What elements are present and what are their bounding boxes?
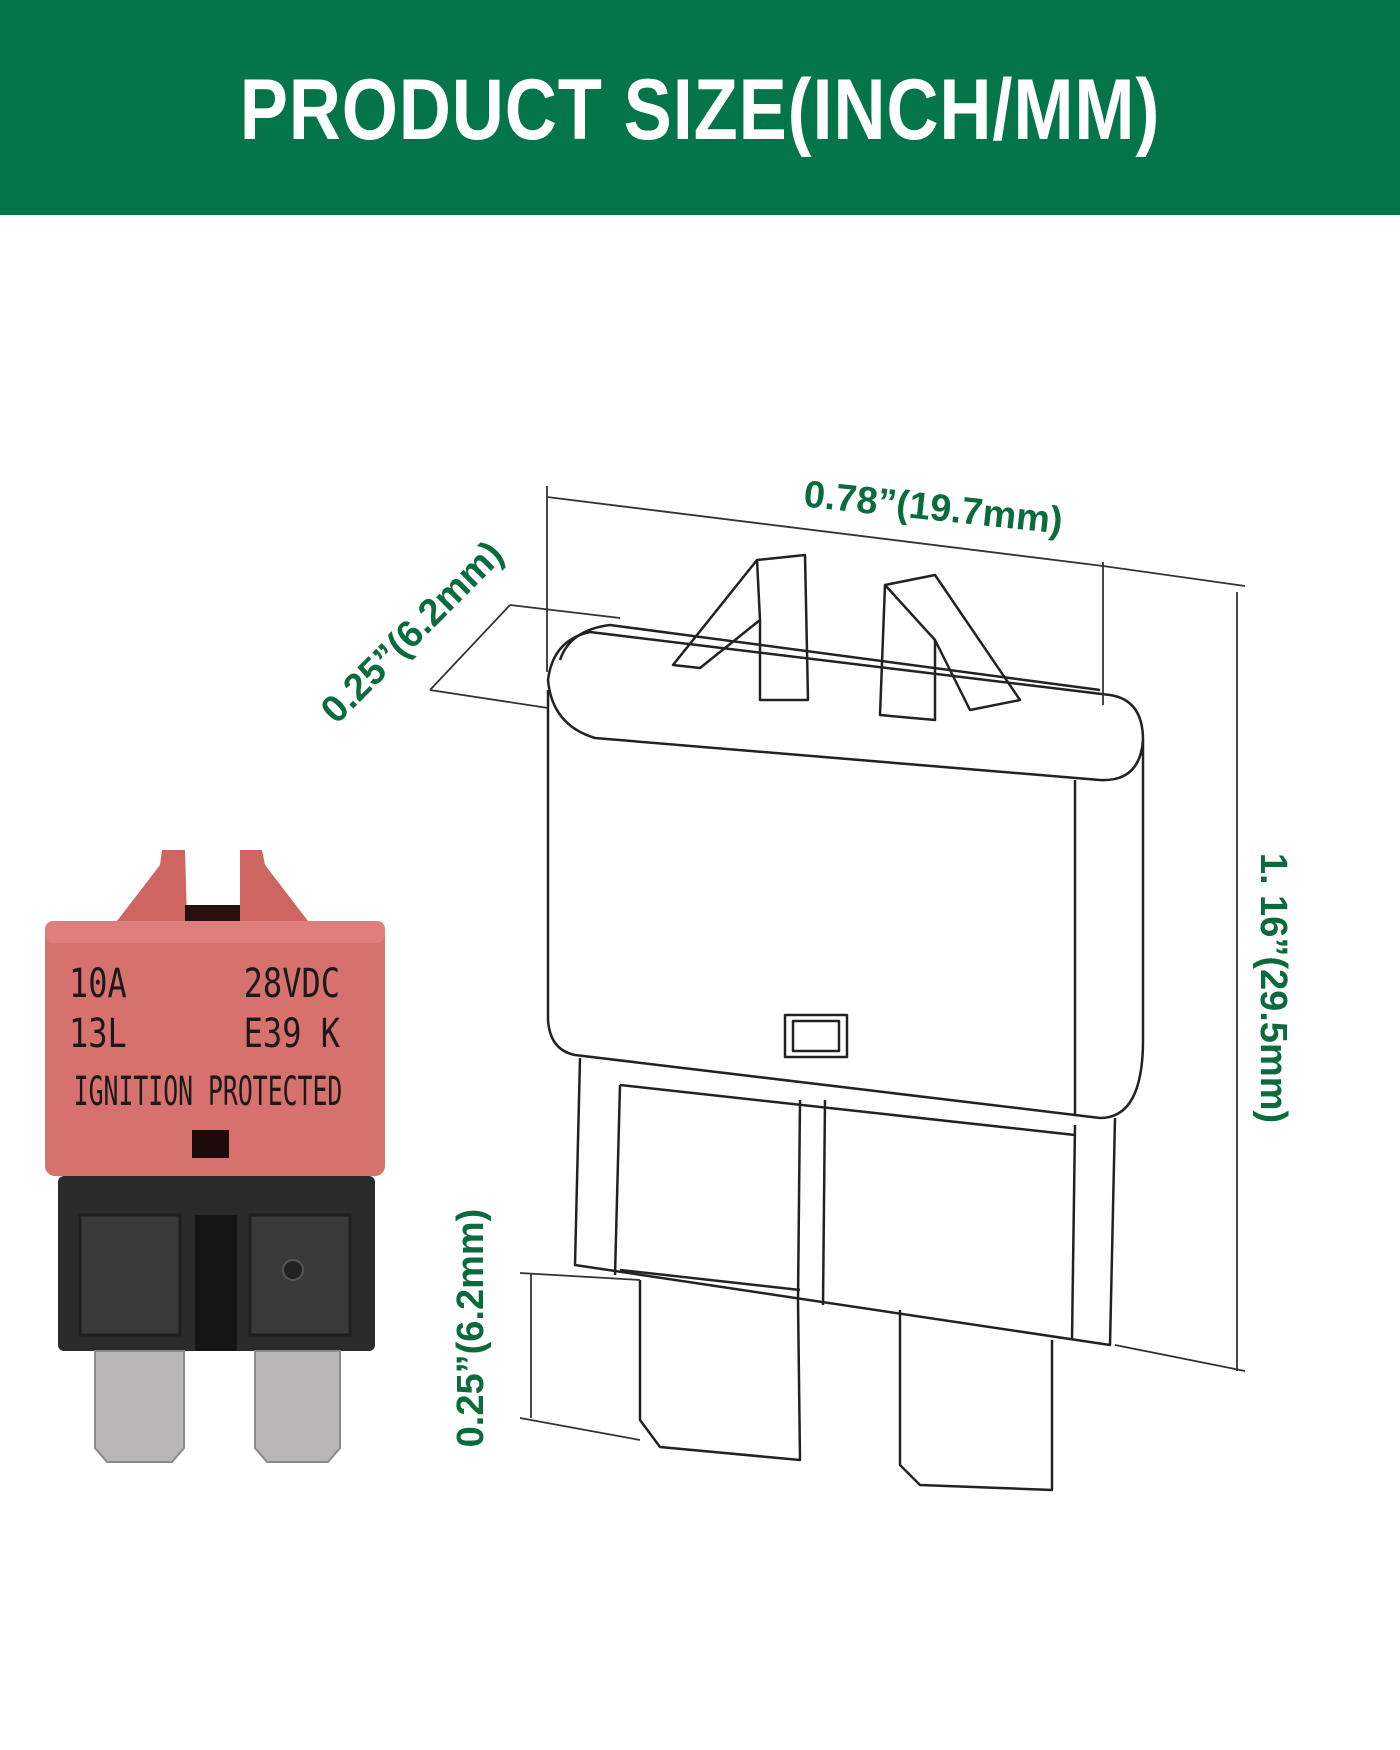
fuse-photo: 10A 28VDC 13L E39 K IGNITION PROTECTED	[45, 850, 385, 1463]
fuse-protection-text: IGNITION PROTECTED	[74, 1068, 343, 1115]
height-dimension-label: 1. 16”(29.5mm)	[1252, 853, 1294, 1123]
fuse-left-blade	[94, 1350, 185, 1463]
fuse-left-tab	[117, 850, 187, 921]
fuse-code-right: E39 K	[244, 1009, 340, 1056]
fuse-code-left: 13L	[69, 1009, 127, 1056]
fuse-right-tab	[240, 850, 308, 921]
technical-drawing	[429, 486, 1246, 1492]
depth-dimension-label: 0.25”(6.2mm)	[313, 533, 511, 731]
fuse-current-rating: 10A	[69, 959, 127, 1006]
fuse-body	[45, 921, 385, 1176]
fuse-reset-window	[192, 1130, 229, 1158]
width-dimension-label: 0.78”(19.7mm)	[802, 474, 1065, 543]
blade-length-dimension-label: 0.25”(6.2mm)	[450, 1209, 492, 1448]
fuse-right-blade	[254, 1350, 341, 1463]
page-title: PRODUCT SIZE(INCH/MM)	[239, 62, 1161, 158]
header-banner: PRODUCT SIZE(INCH/MM)	[0, 0, 1400, 215]
fuse-voltage-rating: 28VDC	[244, 959, 340, 1006]
